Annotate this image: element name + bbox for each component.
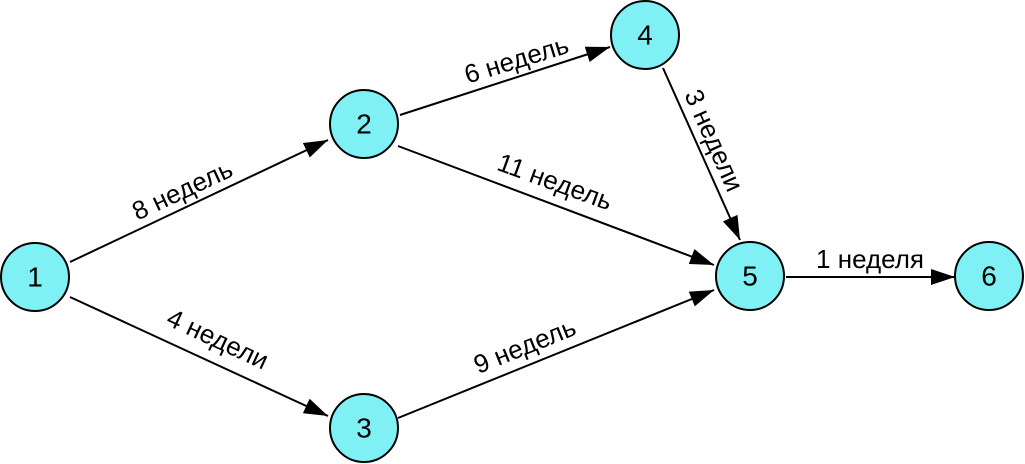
- edge-1-2: [69, 139, 329, 263]
- node-label-5: 5: [742, 261, 758, 292]
- edge-labels: 8 недель 4 недели 6 недель 11 недель 9 н…: [127, 29, 924, 379]
- edge-2-4: [399, 46, 611, 116]
- node-label-1: 1: [27, 262, 43, 293]
- node-6: 6: [954, 241, 1024, 311]
- node-5: 5: [715, 241, 785, 311]
- edges: [69, 46, 955, 419]
- edge-label-2-4: 6 недель: [461, 29, 572, 89]
- node-3: 3: [329, 393, 399, 463]
- edge-3-5: [397, 289, 715, 419]
- edge-label-4-5: 3 недели: [678, 85, 749, 196]
- edge-label-3-5: 9 недель: [469, 312, 580, 380]
- edge-1-3: [69, 296, 329, 417]
- node-label-4: 4: [637, 20, 653, 51]
- node-1: 1: [0, 242, 70, 312]
- node-label-3: 3: [356, 413, 372, 444]
- edge-4-5: [662, 67, 741, 241]
- node-2: 2: [329, 89, 399, 159]
- edge-label-5-6: 1 неделя: [816, 244, 924, 274]
- node-4: 4: [610, 0, 680, 70]
- node-label-2: 2: [356, 109, 372, 140]
- edge-2-5: [397, 145, 715, 266]
- node-label-6: 6: [981, 261, 997, 292]
